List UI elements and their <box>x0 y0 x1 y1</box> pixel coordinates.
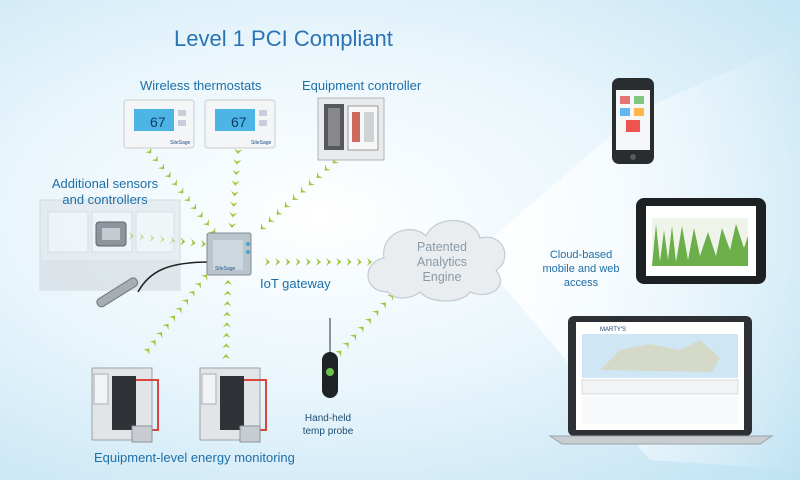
arrow-chevron <box>275 258 281 266</box>
arrow-chevron <box>222 322 231 328</box>
arrow-chevron <box>143 348 150 355</box>
iot-gateway-label: IoT gateway <box>260 276 331 291</box>
arrow-chevron <box>170 179 177 186</box>
arrow-chevron <box>232 169 241 176</box>
arrow-chevron <box>229 201 238 207</box>
hand-held-probe-label: Hand-held temp probe <box>302 413 354 437</box>
arrow-chevron <box>324 164 331 171</box>
arrow-chevron <box>284 201 291 208</box>
arrow-chevron <box>349 334 357 341</box>
arrow-chevron <box>326 258 332 266</box>
connection-arrows <box>128 147 394 360</box>
arrow-chevron <box>157 163 165 170</box>
cloud-engine-text: Patented Analytics Engine <box>416 240 468 284</box>
arrow-chevron <box>336 258 342 266</box>
arrow-chevron <box>316 171 323 179</box>
arrow-chevron <box>332 157 339 164</box>
arrow-chevron <box>357 326 364 333</box>
arrow-chevron <box>155 332 163 339</box>
arrow-chevron <box>223 301 232 307</box>
arrow-chevron <box>372 310 379 317</box>
arrow-chevron <box>364 318 372 325</box>
arrow-chevron <box>159 235 165 244</box>
arrow-chevron <box>209 227 216 234</box>
arrow-chevron <box>149 233 155 242</box>
arrow-chevron <box>231 180 240 186</box>
arrow-chevron <box>138 232 145 241</box>
arrow-chevron <box>234 148 243 154</box>
arrow-chevron <box>342 342 349 349</box>
arrow-chevron <box>379 302 386 309</box>
arrow-chevron <box>285 258 291 266</box>
equipment-controller-label: Equipment controller <box>302 78 422 93</box>
arrow-chevron <box>335 350 342 357</box>
arrow-chevron <box>128 231 134 240</box>
arrow-chevron <box>151 155 158 162</box>
arrow-chevron <box>292 193 299 201</box>
arrow-chevron <box>196 211 203 218</box>
wireless-thermostats-label: Wireless thermostats <box>140 78 262 93</box>
arrow-chevron <box>194 282 201 290</box>
arrow-chevron <box>276 208 283 215</box>
cloud-access-label: Cloud-based mobile and web access <box>542 249 620 289</box>
arrow-chevron <box>228 222 237 228</box>
arrow-chevron <box>168 315 176 322</box>
arrow-chevron <box>295 258 301 266</box>
arrow-chevron <box>260 223 267 230</box>
arrow-chevron <box>356 258 362 266</box>
arrow-chevron <box>175 307 182 314</box>
arrow-chevron <box>223 280 232 286</box>
arrow-chevron <box>200 239 206 248</box>
arrow-chevron <box>305 258 311 266</box>
arrow-chevron <box>164 171 171 178</box>
arrow-chevron <box>201 274 208 281</box>
arrow-chevron <box>300 186 307 193</box>
arrow-chevron <box>229 212 238 218</box>
arrow-chevron <box>316 258 321 266</box>
arrow-chevron <box>230 190 239 197</box>
arrow-chevron <box>268 215 275 223</box>
arrow-chevron <box>179 237 186 246</box>
arrow-chevron <box>346 258 352 266</box>
arrow-chevron <box>188 290 195 298</box>
arrow-chevron <box>387 294 394 301</box>
page-title: Level 1 PCI Compliant <box>174 26 393 51</box>
arrow-chevron <box>169 236 176 245</box>
energy-monitoring-label: Equipment-level energy monitoring <box>94 450 295 465</box>
arrow-chevron <box>181 299 188 306</box>
arrow-chevron <box>190 238 196 247</box>
arrow-chevron <box>189 203 197 210</box>
arrow-chevron <box>223 311 232 317</box>
arrow-chevron <box>149 340 156 347</box>
arrow-chevron <box>308 179 315 186</box>
arrow-chevron <box>145 147 152 154</box>
arrow-chevron <box>367 258 372 266</box>
arrow-chevron <box>177 187 184 194</box>
arrow-chevron <box>162 323 169 331</box>
arrow-chevron <box>202 219 209 226</box>
arrow-chevron <box>223 290 232 296</box>
additional-sensors-label: Additional sensors and controllers <box>51 176 159 207</box>
arrow-chevron <box>222 332 231 339</box>
arrow-chevron <box>233 159 242 165</box>
arrow-chevron <box>265 258 270 266</box>
arrow-chevron <box>222 343 231 349</box>
arrow-chevron <box>221 354 230 360</box>
arrow-chevron <box>183 195 190 202</box>
